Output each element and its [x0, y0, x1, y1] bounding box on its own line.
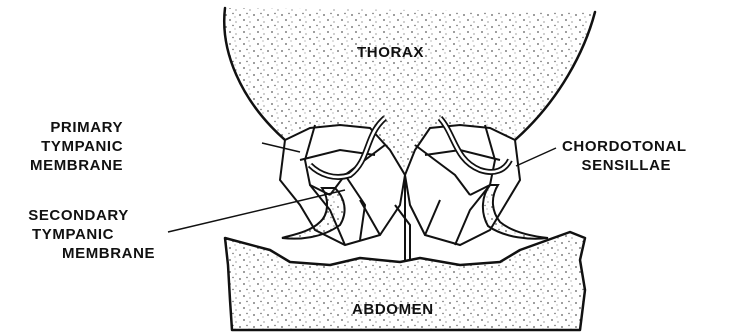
label-abdomen-text: ABDOMEN — [352, 300, 434, 319]
label-chordotonal-line1: CHORDOTONAL — [562, 137, 687, 156]
label-abdomen: ABDOMEN — [352, 300, 434, 319]
label-thorax: THORAX — [357, 43, 424, 62]
thorax-body — [224, 8, 595, 175]
label-primary-line2: TYMPANIC — [30, 137, 123, 156]
leader-chordotonal — [516, 148, 556, 166]
label-primary-line1: PRIMARY — [30, 118, 123, 137]
right-secondary-membrane-shape — [483, 185, 548, 239]
label-secondary-line3: MEMBRANE — [2, 244, 155, 263]
label-secondary-line2: TYMPANIC — [2, 225, 155, 244]
label-chordotonal-sensillae: CHORDOTONAL SENSILLAE — [562, 137, 687, 175]
label-secondary-tympanic-membrane: SECONDARY TYMPANIC MEMBRANE — [2, 206, 155, 263]
label-secondary-line1: SECONDARY — [2, 206, 155, 225]
label-primary-line3: MEMBRANE — [30, 156, 123, 175]
label-thorax-text: THORAX — [357, 43, 424, 62]
label-chordotonal-line2: SENSILLAE — [562, 156, 687, 175]
label-primary-tympanic-membrane: PRIMARY TYMPANIC MEMBRANE — [30, 118, 123, 175]
